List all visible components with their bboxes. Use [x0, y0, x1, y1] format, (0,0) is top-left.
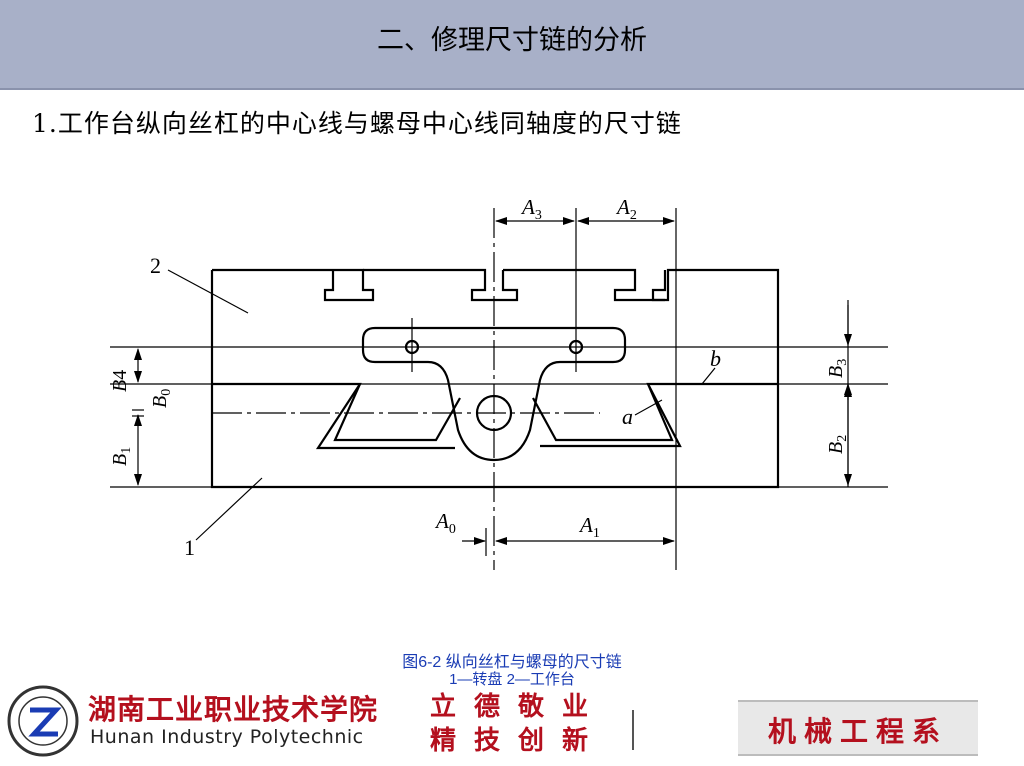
label-a3: A3: [520, 195, 542, 223]
label-b: b: [710, 346, 721, 371]
footer-divider: [632, 710, 634, 750]
worktable-outline: [210, 268, 780, 489]
part-label-1: 1: [184, 535, 195, 560]
part-label-2: 2: [150, 253, 161, 278]
label-a2: A2: [615, 195, 637, 223]
leader-lines: [167, 269, 716, 541]
department-label: 机械工程系: [767, 715, 948, 748]
label-a: a: [622, 404, 633, 429]
label-b1: B1: [109, 447, 134, 466]
dovetail-slide: [212, 382, 778, 450]
label-a0: A0: [434, 509, 456, 537]
school-emblem-icon: [7, 685, 79, 757]
page-title: 二、修理尺寸链的分析: [377, 25, 647, 56]
label-b4: B4: [109, 370, 131, 392]
label-b0: B0: [149, 389, 174, 408]
motto-line-2: 精技创新: [430, 726, 607, 756]
dimension-arrows: [132, 217, 852, 545]
center-lines: [212, 208, 849, 570]
reference-lines: [110, 346, 888, 488]
motto-line-1: 立德敬业: [430, 692, 607, 722]
section-subtitle: 1.工作台纵向丝杠的中心线与螺母中心线同轴度的尺寸链: [32, 109, 682, 138]
label-b2: B2: [825, 435, 850, 454]
label-a1: A1: [578, 513, 600, 541]
dimension-chain-diagram: 2 1 A3 A2 A0 A1 B4 B0 B1 B3 B2 b a: [109, 195, 888, 570]
school-name-en: Hunan Industry Polytechnic: [90, 726, 364, 748]
school-name-cn: 湖南工业职业技术学院: [88, 693, 379, 726]
department-badge: 机械工程系: [738, 700, 978, 756]
header-bar: 二、修理尺寸链的分析: [0, 0, 1024, 90]
figure-caption: 图6-2 纵向丝杠与螺母的尺寸链: [402, 654, 622, 671]
figure-legend: 1—转盘 2—工作台: [449, 671, 575, 688]
label-b3: B3: [825, 359, 850, 378]
footer-banner: 湖南工业职业技术学院 Hunan Industry Polytechnic 立德…: [0, 680, 1024, 766]
